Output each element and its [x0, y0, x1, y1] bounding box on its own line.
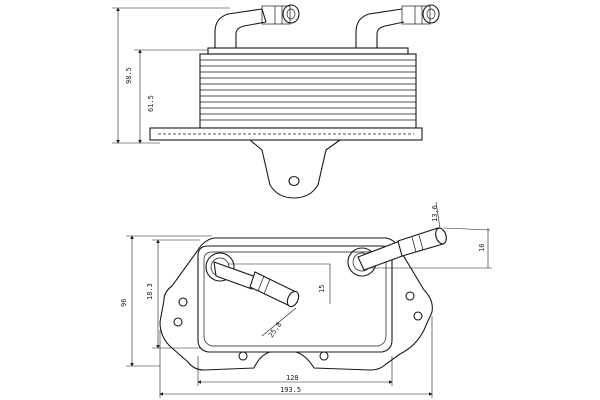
side-pipe-right	[355, 4, 440, 48]
side-height-dimensions: 98.5 61.5	[112, 7, 230, 144]
dim-inner-height: 18.3	[146, 283, 154, 300]
dim-diameter-1: 13.6	[431, 205, 439, 222]
top-pipe-right	[357, 227, 447, 271]
dim-total-height: 98.5	[125, 67, 133, 84]
side-pipe-left	[214, 4, 300, 48]
top-view: 96 18.3	[120, 201, 492, 398]
top-bolt-holes	[173, 291, 423, 361]
dim-pipe-angle: 15	[318, 285, 326, 293]
dim-body-height: 96	[120, 299, 128, 307]
top-right-pipe-dimensions: 13.6 16	[370, 201, 492, 269]
dim-diagonal-length: 25.8	[267, 321, 283, 339]
top-height-dimensions: 96 18.3	[120, 235, 212, 367]
side-mounting-bracket	[249, 139, 341, 199]
side-view: 98.5 61.5	[112, 4, 440, 199]
side-base-flange	[149, 127, 423, 141]
dim-inner-width: 128	[286, 374, 299, 382]
side-plate-stack	[199, 47, 417, 129]
dim-stack-height: 61.5	[147, 95, 155, 112]
top-width-dimensions: 128 193.5	[159, 316, 433, 398]
top-pipe-left	[213, 261, 300, 308]
dim-total-width: 193.5	[280, 386, 301, 394]
dim-diameter-2: 16	[478, 244, 486, 252]
